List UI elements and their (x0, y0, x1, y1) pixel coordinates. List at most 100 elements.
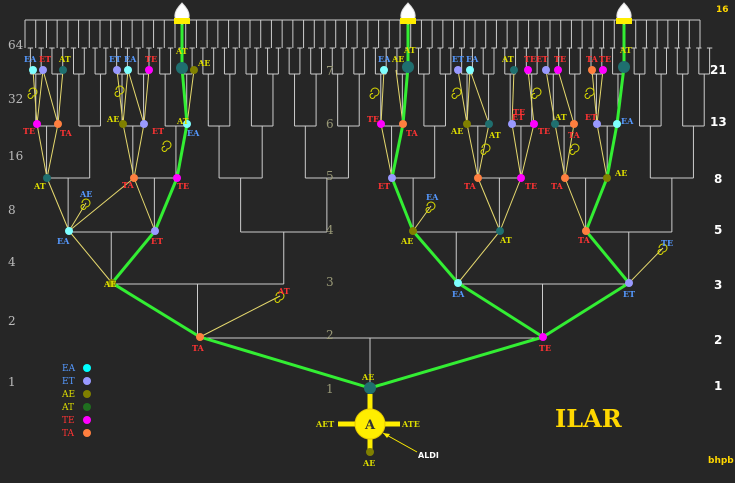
node-label-l3rl: EA (452, 289, 465, 299)
green-link-l6_13-l7_20 (615, 66, 626, 125)
node-label-l6_12: ET (585, 112, 597, 122)
hub-bottom-node (366, 448, 374, 456)
legend-label-ea: EA (62, 364, 76, 374)
node-l6_5 (183, 120, 191, 128)
node-l7_17 (554, 66, 562, 74)
spiral-9 (480, 143, 491, 155)
corner-bottom-label: bhpb (708, 456, 734, 466)
node-label-l7_10: AT (403, 45, 416, 55)
node-label-l7_13: EA (466, 54, 479, 64)
spiral-10 (569, 143, 580, 155)
legend-label-ae: AE (61, 390, 75, 400)
left-scale-32: 32 (8, 92, 23, 106)
middle-levels: 1 2 3 4 5 6 7 (326, 64, 334, 396)
node-label-l4b: ET (151, 236, 163, 246)
node-l7_5 (124, 66, 132, 74)
drop-icon-1 (400, 2, 416, 25)
node-label-l2R: TE (539, 343, 551, 353)
right-scale-8: 8 (714, 172, 722, 186)
node-label-l6_11: TA (568, 130, 581, 140)
node-l7_10 (402, 61, 414, 73)
node-label-l5_2: TA (122, 180, 135, 190)
thin-link-l5_8-l6_12 (596, 123, 608, 179)
yellow-node-links (32, 66, 664, 338)
legend-swatch-at (83, 403, 91, 411)
thin-link-l6_10-l7_15 (527, 69, 535, 125)
node-l6_1 (33, 120, 41, 128)
spiral-7 (369, 87, 380, 99)
spiral-0 (274, 291, 285, 303)
node-label-l4d: AT (499, 235, 512, 245)
node-l3ll (108, 279, 116, 287)
node-l7_7 (176, 62, 188, 74)
left-scale: 1 2 4 8 16 32 64 (8, 38, 24, 389)
node-label-l2L: TA (192, 343, 205, 353)
green-link-l3ll-l4b (110, 230, 157, 284)
mid-level-1: 1 (326, 382, 334, 396)
hub-circle (354, 408, 386, 440)
thin-link-l5_6-l6_10 (520, 123, 535, 179)
node-l6_8 (463, 120, 471, 128)
node-label-l6_13: EA (621, 116, 634, 126)
node-label-l5_1: AT (33, 181, 46, 191)
legend-swatch-et (83, 377, 91, 385)
node-label-l6_3: AE (106, 114, 119, 124)
thin-link-l6_1-l7_2 (36, 69, 44, 125)
hub-center-label: A (364, 418, 376, 433)
thin-link-l4d-l5_5 (477, 177, 501, 232)
spiral-label-1: TE (661, 238, 673, 248)
right-scale-13: 13 (710, 115, 727, 129)
node-l7_6 (145, 66, 153, 74)
thin-link-l5_6-l6_15 (511, 123, 522, 179)
green-link-l2L-l3ll (111, 281, 201, 339)
thin-link-l6_7-l7_11 (395, 69, 404, 125)
node-label-l6_6: TE (367, 114, 379, 124)
spiral-3 (425, 201, 436, 213)
right-scale-1: 1 (714, 379, 722, 393)
spiral-11 (531, 87, 542, 99)
node-label-l7_11: AE (391, 54, 404, 64)
diagram-title: ILAR (555, 404, 623, 433)
node-label-l7_12: ET (452, 54, 464, 64)
hub-left-label: AET (315, 419, 334, 429)
spiral-4 (161, 140, 172, 152)
node-label-l7_20: AT (619, 45, 632, 55)
node-label-l7_16: ET (536, 54, 548, 64)
right-scale-2: 2 (714, 333, 722, 347)
mid-level-3: 3 (326, 275, 334, 289)
node-label-l5_7: TA (551, 181, 564, 191)
node-l6_13 (613, 120, 621, 128)
green-link-l6_5-l7_7 (180, 67, 189, 125)
node-label-l6_9: AT (488, 130, 501, 140)
thin-link-l6_15-l7_14 (511, 69, 515, 125)
node-l6_15 (508, 120, 516, 128)
corner-top-label: 16 (716, 5, 729, 15)
node-label-l6_16: AT (176, 116, 189, 126)
spiral-annotations (27, 85, 668, 303)
green-path-links (110, 24, 631, 390)
node-label-root: AE (361, 372, 374, 382)
legend-swatch-te (83, 416, 91, 424)
node-label-l7_8: AE (197, 58, 210, 68)
node-label-l6_4: ET (152, 126, 164, 136)
node-l7_16 (542, 66, 550, 74)
node-label-l7_15: TE (524, 54, 536, 64)
thin-link-l6_6-l7_9 (380, 69, 385, 125)
node-l2L (196, 333, 204, 341)
thin-link-l6_12-l7_18 (591, 69, 598, 125)
tree-nodes (29, 61, 633, 394)
mid-level-4: 4 (326, 223, 334, 237)
node-l7_14 (510, 66, 518, 74)
node-label-l7_14: AT (501, 54, 514, 64)
node-label-l7_4: ET (109, 54, 121, 64)
right-scale-21: 21 (710, 63, 727, 77)
node-l3rr (625, 279, 633, 287)
node-l7_1 (29, 66, 37, 74)
node-l7_13 (466, 66, 474, 74)
node-l3rl (454, 279, 462, 287)
node-label-l4e: TA (578, 235, 591, 245)
node-label-l7_6: TE (145, 54, 157, 64)
node-l5_1 (43, 174, 51, 182)
